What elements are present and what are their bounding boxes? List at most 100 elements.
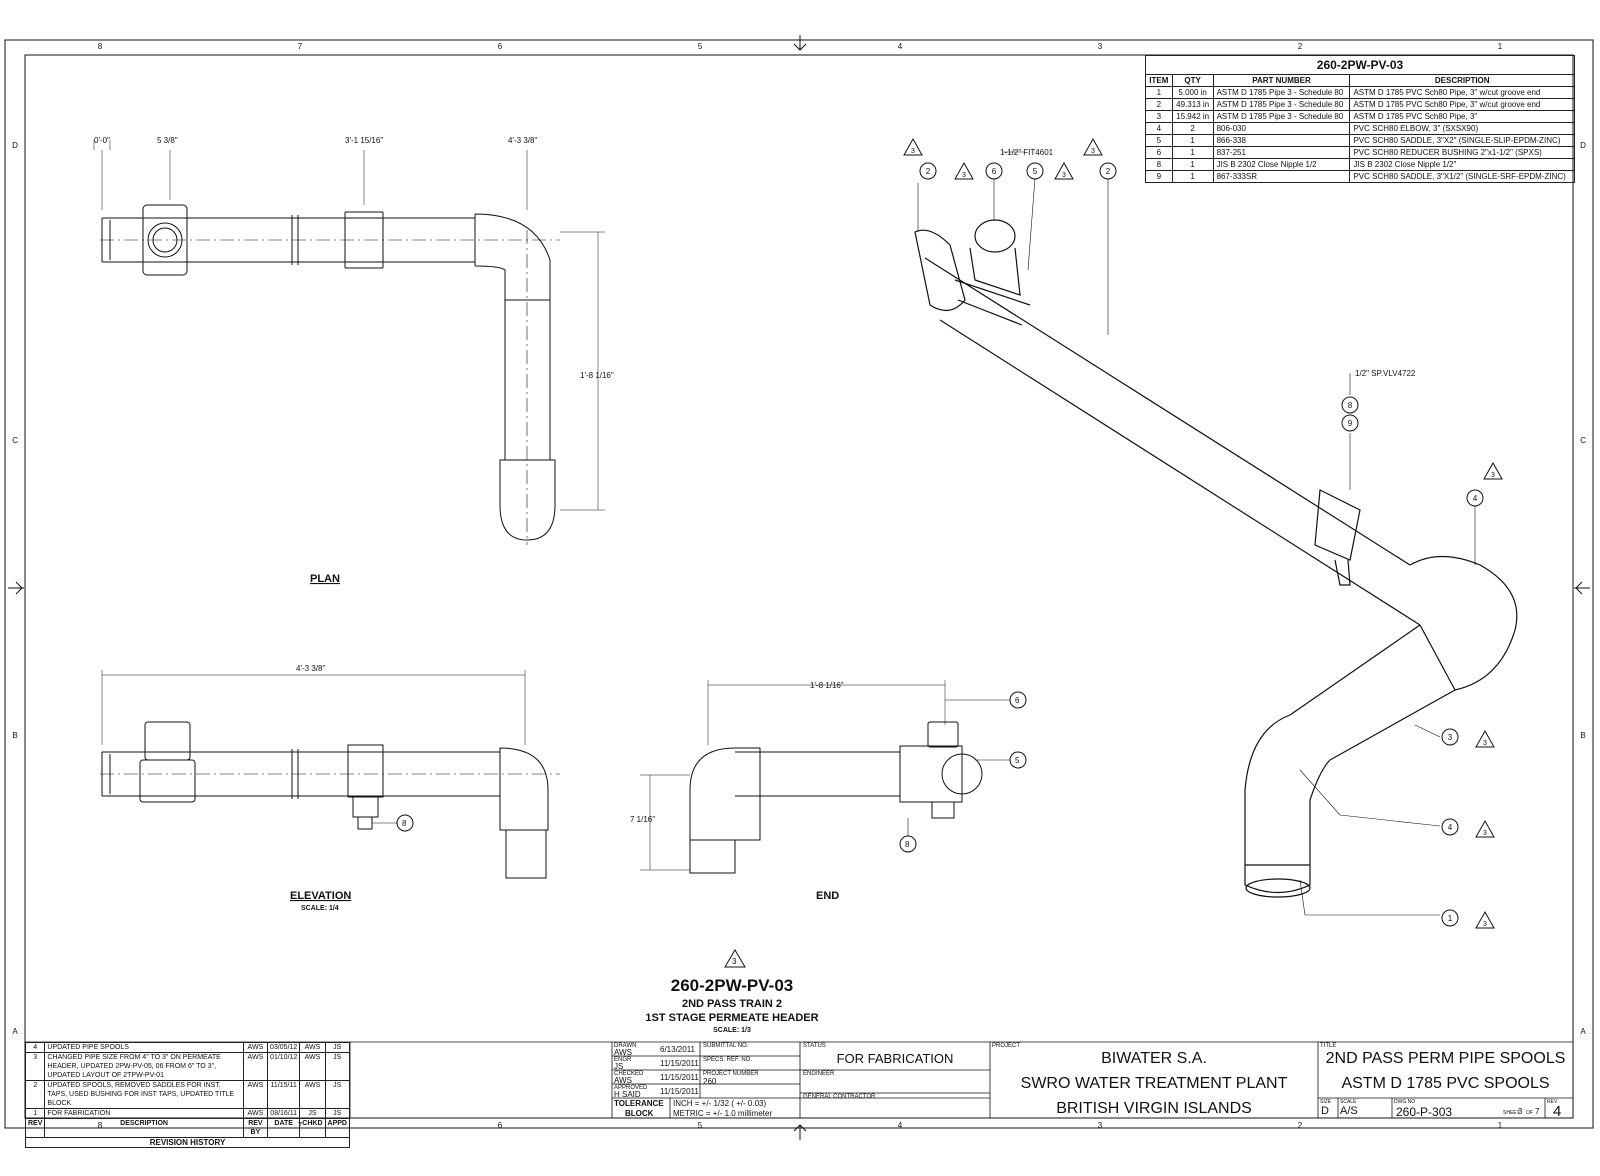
revision-triangle-label: 3 — [1483, 740, 1487, 747]
inch-tolerance: INCH = +/- 1/32 ( +/- 0.03) — [673, 1099, 767, 1108]
bom-cell-part: 806-030 — [1212, 122, 1351, 135]
checked-by: AWS — [614, 1076, 632, 1085]
bom-cell-qty: 15.942 in — [1171, 110, 1214, 123]
revision-triangle-icon — [1083, 137, 1103, 156]
bom-cell-desc: ASTM D 1785 PVC Sch80 Pipe, 3" — [1349, 110, 1575, 123]
revision-cell-desc: FOR FABRICATION — [44, 1108, 244, 1119]
revision-cell-date: 03/05/12 — [267, 1042, 301, 1053]
bom-cell-item: 9 — [1145, 170, 1173, 183]
bom-cell-qty: 1 — [1171, 134, 1214, 147]
zone-row-label: B — [12, 731, 17, 740]
rev-header-appd: APPD — [324, 1118, 351, 1138]
revision-cell-rev: 1 — [24, 1108, 46, 1119]
end-dim-h: 1'-8 1/16" — [810, 681, 844, 690]
zone-column-label: 7 — [298, 42, 303, 51]
dwg-number: 260-P-303 — [1396, 1105, 1453, 1119]
iso-balloon-label: 2 — [1106, 167, 1111, 176]
of-label: OF — [1526, 1110, 1533, 1116]
end-annotations: 1'-8 1/16" 7 1/16" 6 5 8 END — [630, 681, 1020, 902]
bom-cell-part: 837-251 — [1212, 146, 1351, 159]
bom-header-item: ITEM — [1145, 74, 1173, 87]
title-label: TITLE — [1320, 1043, 1337, 1049]
bom-cell-item: 8 — [1145, 158, 1173, 171]
drawing-line1: 2ND PASS TRAIN 2 — [682, 998, 782, 1010]
project-number-label: PROJECT NUMBER — [703, 1071, 759, 1077]
iso-balloon-label: 4 — [1473, 494, 1478, 503]
project-number: 260 — [703, 1077, 717, 1086]
iso-balloon-circle — [1441, 728, 1459, 746]
zone-row-label: C — [12, 436, 18, 445]
zone-row-label: C — [1580, 436, 1586, 445]
bom-cell-part: ASTM D 1785 Pipe 3 - Schedule 80 — [1212, 98, 1351, 111]
revision-triangle-label: 3 — [962, 172, 966, 179]
elevation-annotations: 4'-3 3/8" 8 ELEVATION SCALE: 1/4 — [290, 664, 407, 912]
revision-triangle-icon — [954, 161, 974, 180]
revision-cell-by: AWS — [242, 1042, 269, 1053]
bom-cell-desc: PVC SCH80 REDUCER BUSHING 2"x1-1/2" (SPX… — [1349, 146, 1575, 159]
revision-triangle-label: 3 — [911, 148, 915, 155]
plan-dim-1: 5 3/8" — [157, 136, 178, 145]
bill-of-materials: 260-2PW-PV-03 ITEM QTY PART NUMBER DESCR… — [1145, 55, 1575, 183]
end-view — [640, 680, 1027, 874]
iso-notes: 1-1/2" FIT4601 1/2" SP.VLV4722 — [1000, 148, 1416, 378]
engr-by: JS — [614, 1062, 624, 1071]
bom-cell-qty: 49.313 in — [1171, 98, 1214, 111]
revision-triangle-icon — [1475, 729, 1495, 748]
bom-cell-item: 1 — [1145, 86, 1173, 99]
scale-value: A/S — [1340, 1105, 1358, 1117]
drawing-title: 3 260-2PW-PV-03 2ND PASS TRAIN 2 1ST STA… — [645, 949, 819, 1034]
revision-cell-rev: 3 — [24, 1052, 46, 1081]
bom-cell-item: 4 — [1145, 122, 1173, 135]
bom-header-part: PART NUMBER — [1212, 74, 1351, 87]
iso-balloon-label: 8 — [1348, 401, 1353, 410]
bom-cell-item: 6 — [1145, 146, 1173, 159]
bom-cell-qty: 5.000 in — [1171, 86, 1214, 99]
elevation-view — [100, 670, 560, 879]
revision-cell-desc: UPDATED SPOOLS, REMOVED SADDLES FOR INST… — [44, 1080, 244, 1109]
status-label: STATUS — [803, 1043, 826, 1049]
iso-note-fit: 1-1/2" FIT4601 — [1000, 148, 1054, 157]
zone-column-label: 8 — [98, 42, 103, 51]
tolerance-label: TOLERANCE — [614, 1099, 664, 1108]
location: BRITISH VIRGIN ISLANDS — [1056, 1100, 1252, 1117]
revision-cell-date: 01/10/12 — [267, 1052, 301, 1081]
dwg-label: DWG NO — [1394, 1099, 1416, 1105]
revision-cell-appd: JS — [324, 1108, 351, 1119]
approved-date: 11/15/2011 — [660, 1087, 699, 1096]
bom-cell-qty: 1 — [1171, 146, 1214, 159]
revision-cell-date: 11/15/11 — [267, 1080, 301, 1109]
rev-header-chkd: CHKD — [299, 1118, 326, 1138]
iso-balloon-label: 9 — [1348, 419, 1353, 428]
iso-balloon-circle — [919, 162, 937, 180]
zone-column-label: 1 — [1498, 42, 1503, 51]
revision-cell-appd: JS — [324, 1042, 351, 1053]
plan-annotations: 0'-0" 5 3/8" 3'-1 15/16" 4'-3 3/8" 1'-8 … — [94, 136, 614, 585]
size-value: D — [1321, 1105, 1329, 1117]
sheet-number: 3 — [1518, 1107, 1523, 1116]
rev-header-by: REV BY — [242, 1118, 269, 1138]
revision-triangle-label: 3 — [1091, 148, 1095, 155]
approved-label: APPROVED — [614, 1085, 648, 1091]
submittal-label: SUBMITTAL NO. — [703, 1043, 749, 1049]
iso-balloon-circle — [1441, 909, 1459, 927]
center-marks — [8, 35, 1590, 1140]
revision-cell-desc: UPDATED PIPE SPOOLS — [44, 1042, 244, 1053]
bom-cell-desc: PVC SCH80 SADDLE, 3"X1/2" (SINGLE-SRF-EP… — [1349, 170, 1575, 183]
checked-date: 11/15/2011 — [660, 1073, 699, 1082]
end-dim-v: 7 1/16" — [630, 815, 655, 824]
revision-triangle-label: 3 — [1062, 172, 1066, 179]
title-line-2: ASTM D 1785 PVC SPOOLS — [1341, 1075, 1550, 1092]
approved-by: H SAID — [614, 1090, 641, 1099]
revision-triangle-icon — [903, 137, 923, 156]
bom-cell-part: JIS B 2302 Close Nipple 1/2 — [1212, 158, 1351, 171]
sheet-total: 7 — [1535, 1107, 1540, 1116]
bom-cell-desc: PVC SCH80 ELBOW, 3" (SXSX90) — [1349, 122, 1575, 135]
